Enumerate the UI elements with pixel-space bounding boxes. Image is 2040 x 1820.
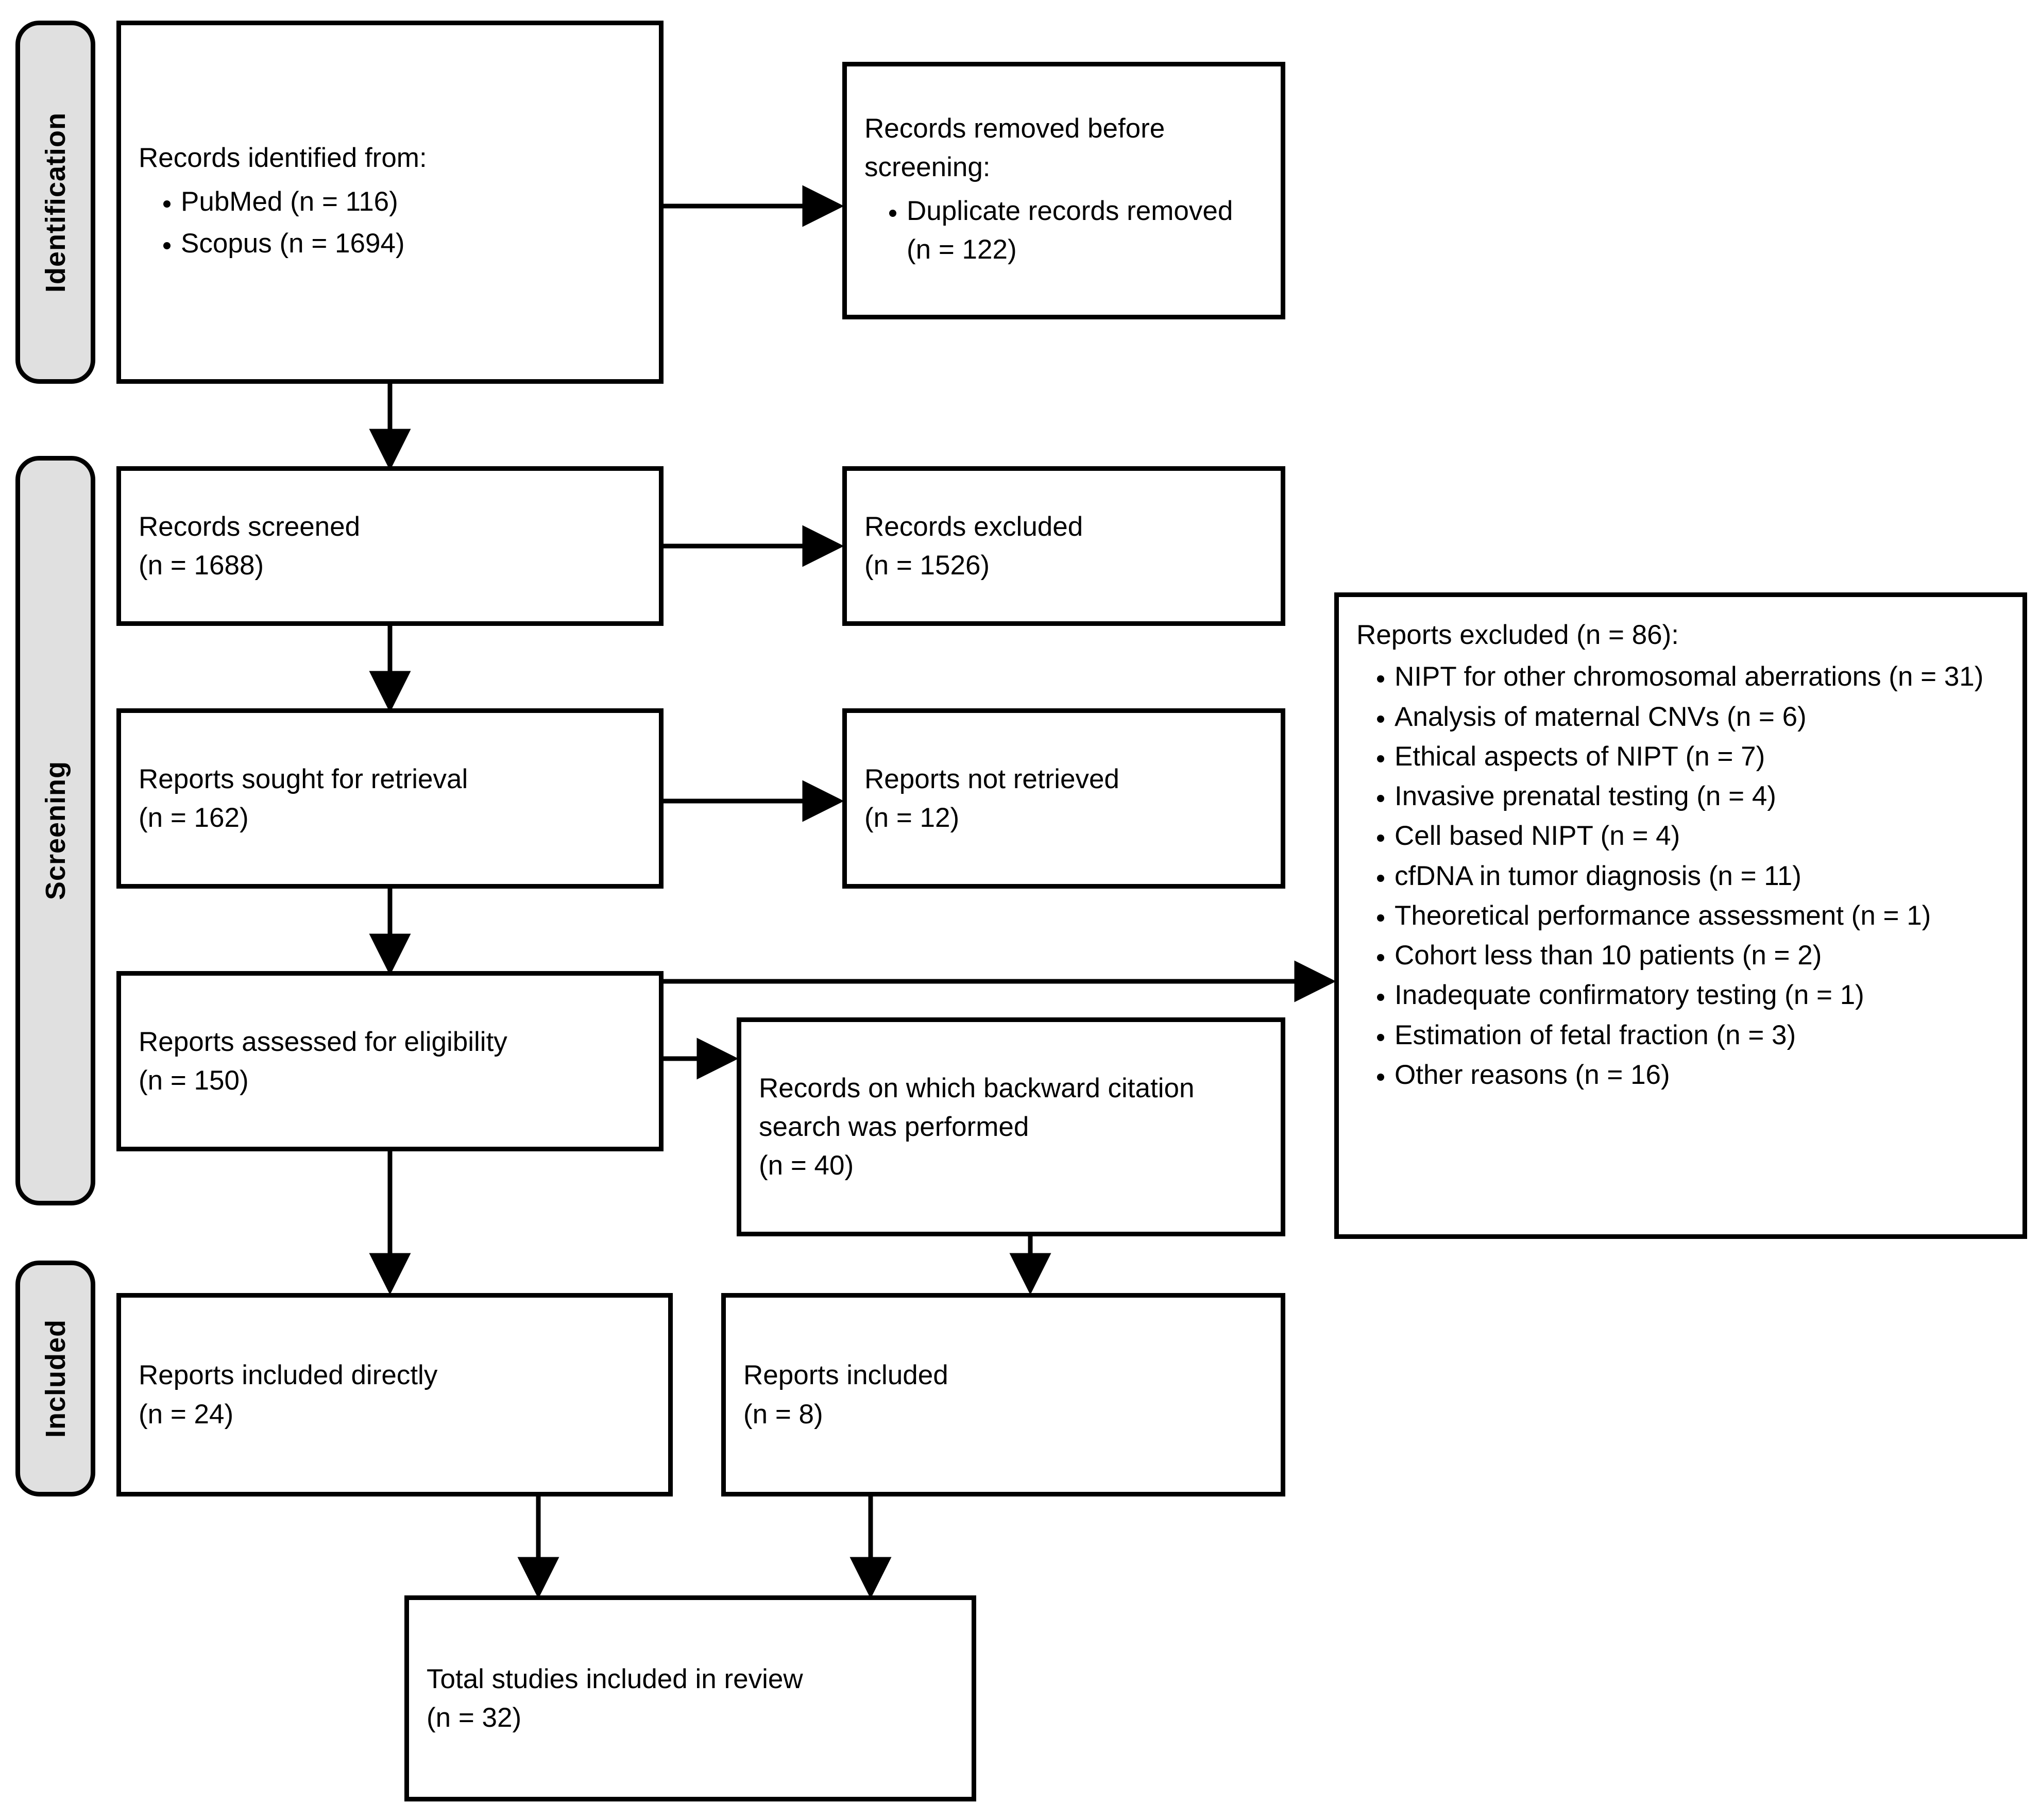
phase-sidebar-identification: Identification (15, 21, 95, 384)
list-item: Invasive prenatal testing (n = 4) (1395, 777, 2005, 815)
records-identified-list: PubMed (n = 116) Scopus (n = 1694) (139, 179, 641, 266)
box-total-studies-included: Total studies included in review (n = 32… (404, 1595, 976, 1801)
phase-sidebar-included: Included (15, 1261, 95, 1496)
box-records-removed-before-screening: Records removed before screening: Duplic… (842, 62, 1285, 319)
list-item: Estimation of fetal fraction (n = 3) (1395, 1016, 2005, 1054)
box-records-screened: Records screened (n = 1688) (116, 466, 664, 626)
total-studies-line-1: Total studies included in review (427, 1663, 803, 1694)
list-item: Duplicate records removed (n = 122) (907, 192, 1263, 269)
reports-included-directly-line-1: Reports included directly (139, 1360, 438, 1391)
reports-included-line-1: Reports included (743, 1360, 948, 1391)
records-excluded-line-1: Records excluded (864, 511, 1083, 542)
list-item: Other reasons (n = 16) (1395, 1056, 2005, 1094)
phase-label-screening: Screening (40, 761, 71, 900)
reports-sought-line-2: (n = 162) (139, 803, 249, 833)
list-item: Cohort less than 10 patients (n = 2) (1395, 936, 2005, 975)
reports-excluded-list: NIPT for other chromosomal aberrations (… (1356, 656, 2005, 1095)
list-item: Ethical aspects of NIPT (n = 7) (1395, 737, 2005, 776)
reports-assessed-line-1: Reports assessed for eligibility (139, 1026, 507, 1057)
box-reports-included-directly: Reports included directly (n = 24) (116, 1293, 673, 1496)
box-backward-citation-search: Records on which backward citation searc… (737, 1017, 1285, 1236)
backward-citation-line-2: (n = 40) (759, 1150, 854, 1181)
box-reports-not-retrieved: Reports not retrieved (n = 12) (842, 708, 1285, 889)
records-identified-heading: Records identified from: (139, 142, 427, 173)
reports-excluded-heading: Reports excluded (n = 86): (1356, 620, 1679, 650)
box-reports-assessed-for-eligibility: Reports assessed for eligibility (n = 15… (116, 971, 664, 1151)
records-excluded-line-2: (n = 1526) (864, 550, 990, 581)
list-item: Inadequate confirmatory testing (n = 1) (1395, 976, 2005, 1014)
total-studies-line-2: (n = 32) (427, 1703, 522, 1733)
phase-label-included: Included (40, 1319, 71, 1438)
phase-label-identification: Identification (40, 112, 71, 293)
backward-citation-line-1: Records on which backward citation searc… (759, 1073, 1202, 1142)
list-item: Theoretical performance assessment (n = … (1395, 896, 2005, 935)
records-screened-line-1: Records screened (139, 511, 361, 542)
reports-sought-line-1: Reports sought for retrieval (139, 763, 468, 794)
records-removed-heading: Records removed before screening: (864, 113, 1173, 182)
list-item: Scopus (n = 1694) (181, 224, 641, 263)
phase-sidebar-screening: Screening (15, 456, 95, 1205)
list-item: NIPT for other chromosomal aberrations (… (1395, 657, 2005, 696)
box-records-excluded: Records excluded (n = 1526) (842, 466, 1285, 626)
reports-not-retrieved-line-2: (n = 12) (864, 803, 960, 833)
list-item: Analysis of maternal CNVs (n = 6) (1395, 698, 2005, 736)
reports-included-directly-line-2: (n = 24) (139, 1399, 234, 1430)
list-item: PubMed (n = 116) (181, 182, 641, 221)
reports-not-retrieved-line-1: Reports not retrieved (864, 763, 1119, 794)
list-item: cfDNA in tumor diagnosis (n = 11) (1395, 857, 2005, 895)
box-records-identified: Records identified from: PubMed (n = 116… (116, 21, 664, 384)
box-reports-included: Reports included (n = 8) (721, 1293, 1285, 1496)
reports-assessed-line-2: (n = 150) (139, 1065, 249, 1096)
list-item: Cell based NIPT (n = 4) (1395, 817, 2005, 855)
reports-included-line-2: (n = 8) (743, 1399, 823, 1430)
box-reports-excluded: Reports excluded (n = 86): NIPT for othe… (1334, 592, 2027, 1239)
box-reports-sought-for-retrieval: Reports sought for retrieval (n = 162) (116, 708, 664, 889)
records-removed-list: Duplicate records removed (n = 122) (864, 189, 1263, 273)
records-screened-line-2: (n = 1688) (139, 550, 264, 581)
